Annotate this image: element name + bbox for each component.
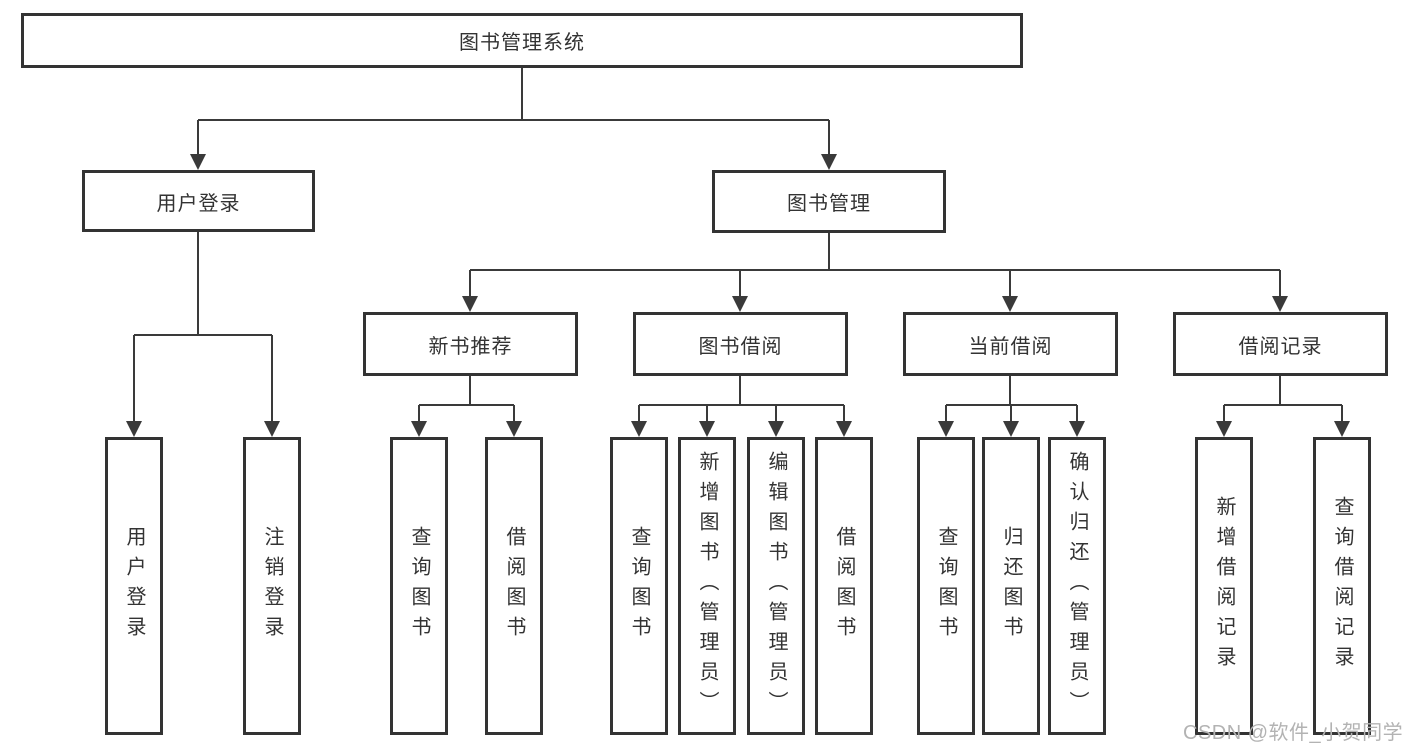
- connector-arrow-book-borrow: [732, 270, 748, 312]
- leaf-label: 借阅图书: [833, 526, 855, 646]
- connector-arrow-leaf-logout: [264, 335, 280, 437]
- node-current-borrow: 当前借阅: [903, 312, 1118, 376]
- connector-arrow-confirm-return: [1069, 405, 1085, 437]
- connector-arrow-query-books-recommend: [411, 405, 427, 437]
- leaf-confirm-return-admin: 确认归还（管理员）: [1048, 437, 1106, 735]
- connector-arrow-borrow-books-recommend: [506, 405, 522, 437]
- leaf-label: 新增借阅记录: [1213, 496, 1235, 676]
- node-label: 当前借阅: [968, 335, 1053, 358]
- leaf-label: 查询图书: [408, 526, 430, 646]
- leaf-add-borrow-record: 新增借阅记录: [1195, 437, 1253, 735]
- leaf-label: 编辑图书（管理员）: [765, 451, 787, 721]
- connector-borrow-stem: [739, 376, 741, 405]
- leaf-return-book: 归还图书: [982, 437, 1040, 735]
- connector-recommend-hbar: [419, 404, 514, 406]
- csdn-watermark: CSDN @软件_小贺同学: [1183, 722, 1404, 744]
- leaf-label: 归还图书: [1000, 526, 1022, 646]
- node-label: 图书管理: [787, 193, 871, 215]
- leaf-user-login: 用户登录: [105, 437, 163, 735]
- leaf-query-borrow-record: 查询借阅记录: [1313, 437, 1371, 735]
- leaf-label: 用户登录: [123, 526, 145, 646]
- node-book-management-system: 图书管理系统: [21, 13, 1023, 68]
- node-label: 用户登录: [156, 192, 241, 215]
- node-label: 借阅记录: [1238, 335, 1323, 358]
- leaf-borrow-books: 借阅图书: [815, 437, 873, 735]
- node-book-borrow: 图书借阅: [633, 312, 848, 376]
- connector-user-login-stem: [197, 232, 199, 335]
- leaf-borrow-books-recommend: 借阅图书: [485, 437, 543, 735]
- connector-root-stem: [521, 68, 523, 120]
- connector-arrow-borrow-books: [836, 405, 852, 437]
- connector-arrow-leaf-user-login: [126, 335, 142, 437]
- leaf-add-book-admin: 新增图书（管理员）: [678, 437, 736, 735]
- leaf-logout: 注销登录: [243, 437, 301, 735]
- leaf-query-books-recommend: 查询图书: [390, 437, 448, 735]
- connector-arrow-user-login: [190, 120, 206, 170]
- connector-records-stem: [1279, 376, 1281, 405]
- connector-arrow-add-borrow-record: [1216, 405, 1232, 437]
- leaf-query-books-current: 查询图书: [917, 437, 975, 735]
- connector-recommend-stem: [469, 376, 471, 405]
- connector-arrow-return-book: [1003, 405, 1019, 437]
- node-new-book-recommend: 新书推荐: [363, 312, 578, 376]
- node-user-login: 用户登录: [82, 170, 315, 232]
- leaf-query-books-borrow: 查询图书: [610, 437, 668, 735]
- connector-arrow-new-book-recommend: [462, 270, 478, 312]
- connector-arrow-current-borrow: [1002, 270, 1018, 312]
- node-label: 图书管理系统: [459, 32, 585, 54]
- leaf-edit-book-admin: 编辑图书（管理员）: [747, 437, 805, 735]
- leaf-label: 注销登录: [261, 526, 283, 646]
- connector-arrow-edit-book: [768, 405, 784, 437]
- connector-arrow-book-management: [821, 120, 837, 170]
- connector-arrow-query-borrow-record: [1334, 405, 1350, 437]
- connector-root-hbar: [198, 119, 829, 121]
- connector-user-login-hbar: [134, 334, 272, 336]
- node-label: 图书借阅: [698, 335, 783, 358]
- node-borrow-records: 借阅记录: [1173, 312, 1388, 376]
- leaf-label: 查询图书: [628, 526, 650, 646]
- connector-book-management-hbar: [470, 269, 1280, 271]
- connector-arrow-add-book: [699, 405, 715, 437]
- node-book-management: 图书管理: [712, 170, 946, 233]
- leaf-label: 确认归还（管理员）: [1066, 451, 1088, 721]
- connector-arrow-query-books-borrow: [631, 405, 647, 437]
- connector-records-hbar: [1224, 404, 1342, 406]
- leaf-label: 新增图书（管理员）: [696, 451, 718, 721]
- connector-book-management-stem: [828, 233, 830, 270]
- leaf-label: 借阅图书: [503, 526, 525, 646]
- node-label: 新书推荐: [428, 335, 513, 358]
- connector-current-stem: [1009, 376, 1011, 405]
- connector-arrow-borrow-records: [1272, 270, 1288, 312]
- connector-arrow-query-books-current: [938, 405, 954, 437]
- connector-borrow-hbar: [639, 404, 844, 406]
- leaf-label: 查询借阅记录: [1331, 496, 1353, 676]
- leaf-label: 查询图书: [935, 526, 957, 646]
